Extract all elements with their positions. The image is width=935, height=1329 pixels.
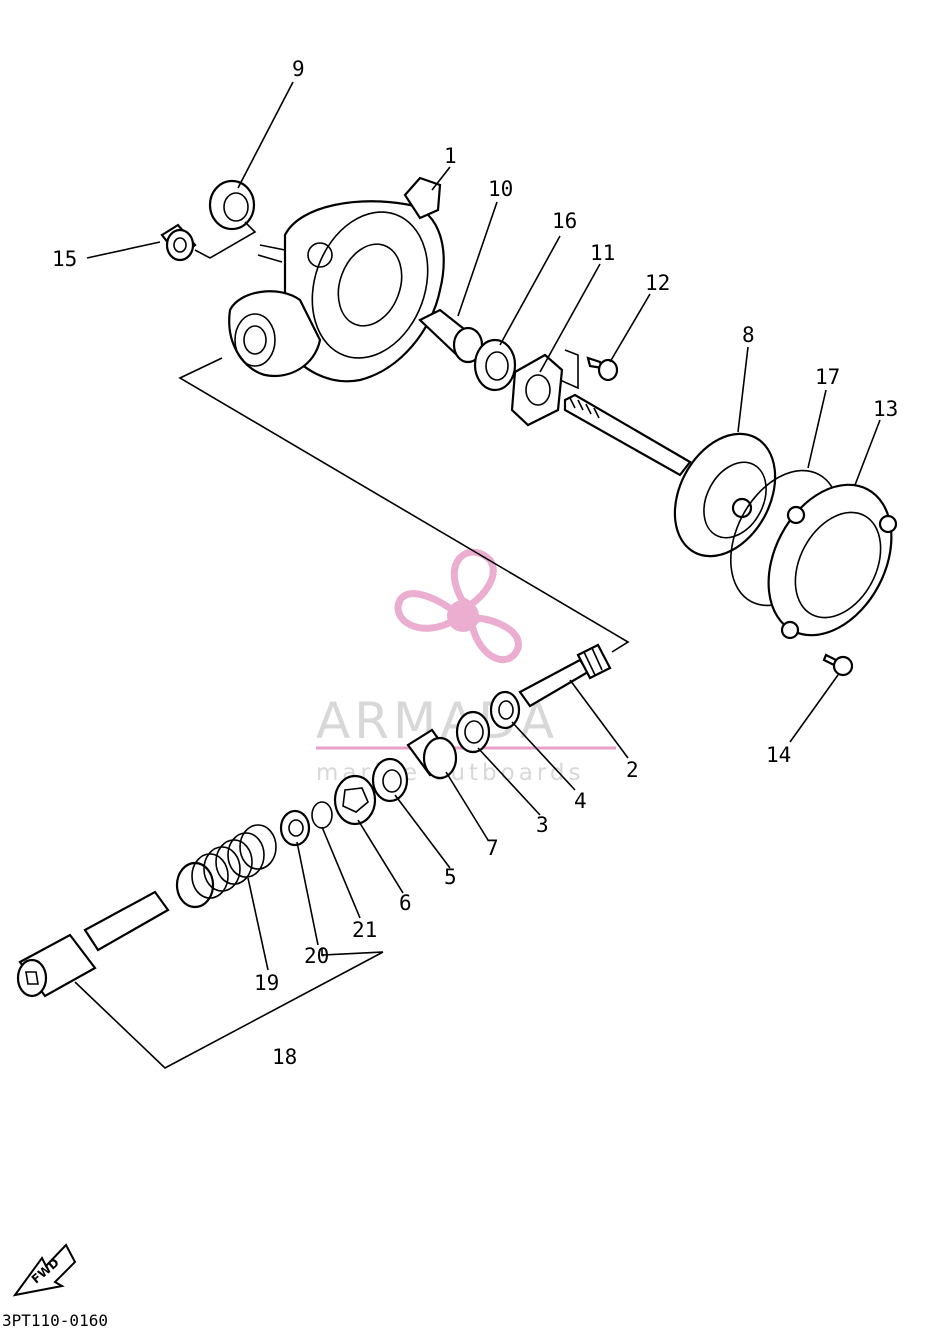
callout-7: 7	[486, 836, 499, 860]
callout-20: 20	[304, 944, 329, 968]
part-collar-7	[406, 728, 458, 780]
callout-3: 3	[536, 813, 549, 837]
callout-1: 1	[444, 144, 457, 168]
callout-11: 11	[590, 241, 615, 265]
callout-2: 2	[626, 758, 639, 782]
part-washer-20	[279, 809, 311, 847]
callout-15: 15	[52, 247, 77, 271]
callout-21: 21	[352, 918, 377, 942]
part-spring-19	[175, 824, 277, 909]
callout-19: 19	[254, 971, 279, 995]
part-bearing-5	[371, 757, 409, 803]
part-washer-4	[489, 690, 521, 730]
part-rod-18	[16, 890, 170, 998]
part-nut-6	[333, 774, 377, 826]
part-bolt-upper	[586, 356, 619, 382]
callout-5: 5	[444, 865, 457, 889]
callout-labels: 1 2 3 4 5 6 7 8 9 10 11 12 13 14 15 16 1…	[52, 57, 898, 1069]
part-bearing-upper	[473, 338, 517, 392]
callout-18: 18	[272, 1045, 297, 1069]
diagram-code: 3PT110-0160	[2, 1311, 108, 1329]
part-bearing-3	[455, 710, 491, 754]
callout-14: 14	[766, 743, 791, 767]
callout-6: 6	[399, 891, 412, 915]
callout-16: 16	[552, 209, 577, 233]
part-cover	[767, 483, 898, 640]
callout-13: 13	[873, 397, 898, 421]
callout-4: 4	[574, 789, 587, 813]
callout-9: 9	[292, 57, 305, 81]
part-bushing	[160, 223, 197, 262]
leader-lines	[74, 81, 881, 1069]
part-screw	[822, 653, 854, 677]
callout-10: 10	[488, 177, 513, 201]
part-oil-seal	[208, 179, 256, 231]
propeller-logo-icon	[394, 548, 522, 663]
part-plate	[510, 353, 564, 427]
callout-12: 12	[645, 271, 670, 295]
part-sleeve	[418, 308, 484, 364]
fwd-arrow-icon: FWD	[12, 1243, 77, 1297]
callout-17: 17	[815, 365, 840, 389]
part-pinion-shaft	[518, 643, 612, 708]
callout-8: 8	[742, 323, 755, 347]
part-shaft-disk	[563, 393, 777, 558]
part-housing	[228, 176, 445, 383]
part-circlip-21	[311, 801, 333, 829]
